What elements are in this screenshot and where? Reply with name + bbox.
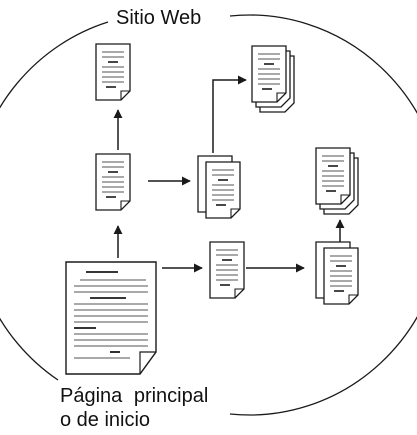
document-stack-icon bbox=[315, 241, 359, 305]
document-stack-icon bbox=[315, 147, 359, 215]
document-stack-icon bbox=[251, 45, 295, 113]
site-title: Sitio Web bbox=[114, 6, 204, 30]
document-icon bbox=[95, 153, 131, 211]
document-icon bbox=[95, 43, 131, 101]
arrow-stack-center-to-top-right bbox=[212, 75, 247, 153]
home-page-document-icon bbox=[65, 261, 157, 375]
home-page-label: Página principal bbox=[58, 384, 211, 408]
document-stack-icon bbox=[197, 155, 241, 219]
arrows bbox=[113, 75, 345, 273]
site-boundary bbox=[0, 14, 417, 416]
document-icon bbox=[209, 241, 245, 299]
home-page-label-line2: o de inicio bbox=[58, 408, 153, 432]
